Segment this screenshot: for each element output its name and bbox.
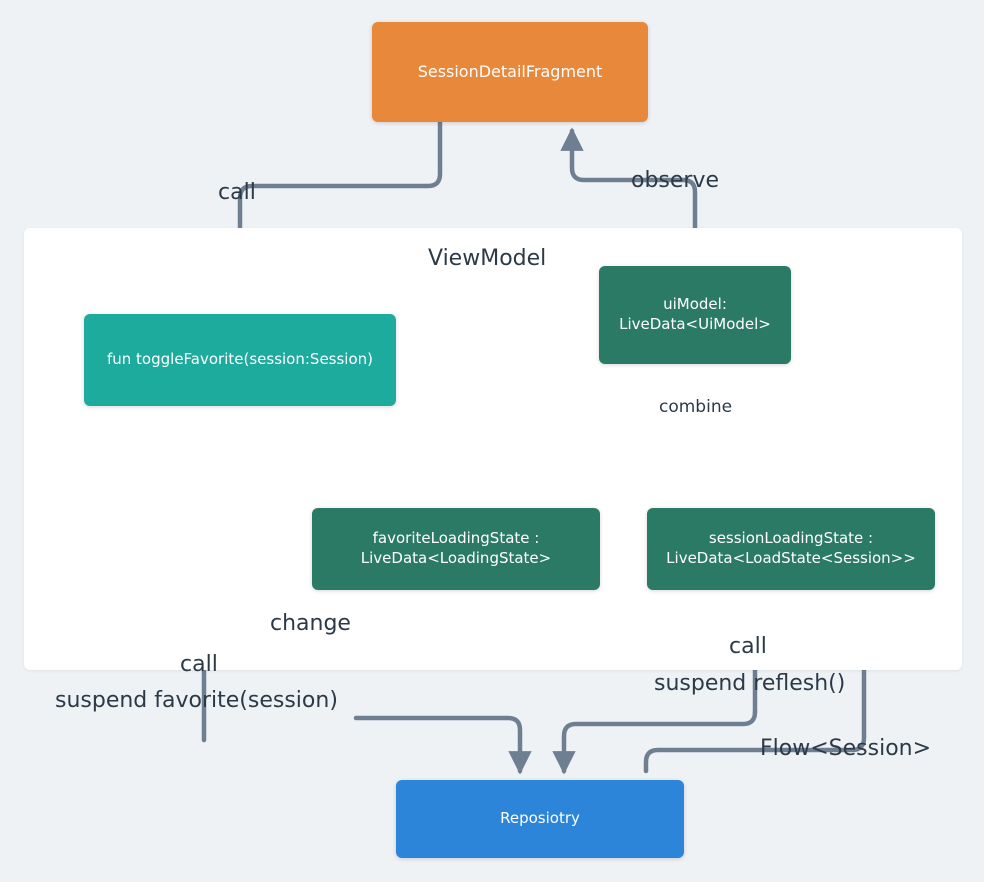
node-favorite-loading-state[interactable]: favoriteLoadingState : LiveData<LoadingS…	[312, 508, 600, 590]
node-favorite-loading-state-label: favoriteLoadingState : LiveData<LoadingS…	[360, 529, 552, 567]
edge-label-flow-session: Flow<Session>	[760, 736, 932, 761]
edge-label-combine: combine	[659, 397, 733, 417]
node-ui-model-label: uiModel: LiveData<UiModel>	[619, 295, 771, 333]
edge-label-call-fragment-to-toggle: call	[218, 180, 256, 205]
edge-repository-suspend-favorite	[353, 715, 532, 775]
node-session-loading-state[interactable]: sessionLoadingState : LiveData<LoadState…	[647, 508, 935, 590]
node-repository[interactable]: Reposiotry	[396, 780, 684, 858]
edge-label-suspend-reflesh: suspend reflesh()	[654, 671, 846, 696]
edge-label-call-toggle-to-repository: call	[180, 652, 218, 677]
node-repository-label: Reposiotry	[500, 809, 580, 828]
node-ui-model[interactable]: uiModel: LiveData<UiModel>	[599, 266, 791, 364]
edge-label-suspend-favorite: suspend favorite(session)	[55, 688, 338, 713]
node-session-detail-fragment[interactable]: SessionDetailFragment	[372, 22, 648, 122]
edge-label-call-session-state-to-repository: call	[729, 634, 767, 659]
edge-repository-suspend-reflesh	[552, 709, 758, 775]
group-viewmodel	[24, 228, 962, 670]
edge-label-observe: observe	[631, 168, 720, 193]
node-toggle-favorite-label: fun toggleFavorite(session:Session)	[106, 350, 373, 369]
node-session-loading-state-label: sessionLoadingState : LiveData<LoadState…	[666, 529, 916, 567]
edge-label-change: change	[270, 611, 351, 636]
group-viewmodel-title: ViewModel	[428, 246, 547, 271]
node-session-detail-fragment-label: SessionDetailFragment	[417, 62, 603, 82]
node-toggle-favorite[interactable]: fun toggleFavorite(session:Session)	[84, 314, 396, 406]
